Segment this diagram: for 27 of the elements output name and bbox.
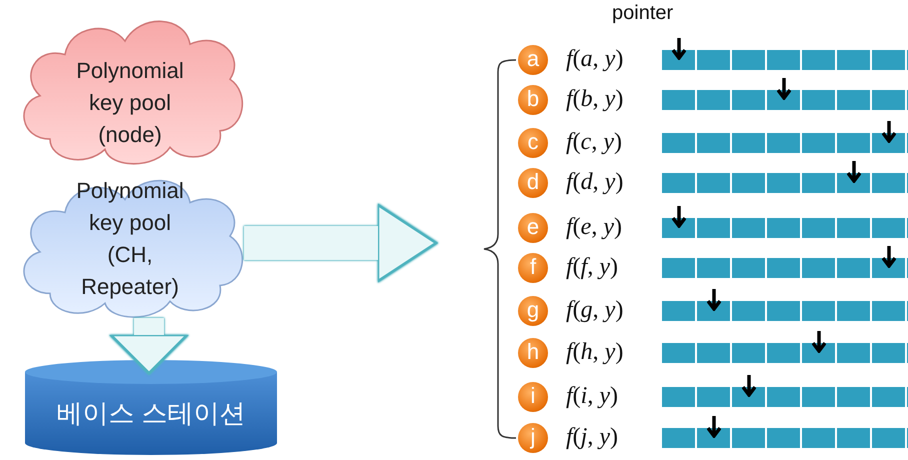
database-cylinder <box>25 360 277 455</box>
letter-circle: f <box>518 253 548 283</box>
letter-circle: e <box>518 213 548 243</box>
letter-circle: i <box>518 382 548 412</box>
function-label: f(f, y) <box>566 253 618 281</box>
hollow-arrow <box>110 318 188 374</box>
function-label: f(b, y) <box>566 85 624 113</box>
cylinder-text: 베이스 스테이션 <box>55 397 247 430</box>
hollow-arrow <box>244 204 438 282</box>
letter-circle: c <box>518 128 548 158</box>
letter-circle: b <box>518 85 548 115</box>
letter-circle: d <box>518 168 548 198</box>
function-label: f(g, y) <box>566 296 624 324</box>
function-label: f(d, y) <box>566 168 624 196</box>
function-label: f(h, y) <box>566 338 624 366</box>
function-label: f(e, y) <box>566 213 622 241</box>
cloud-text: Polynomial key pool (node) <box>75 57 185 149</box>
letter-circle: a <box>518 45 548 75</box>
cloud-text: Polynomial key pool (CH, Repeater) <box>75 177 185 301</box>
function-label: f(i, y) <box>566 382 618 410</box>
letter-circle: h <box>518 338 548 368</box>
function-label: f(j, y) <box>566 423 618 451</box>
letter-circle: j <box>518 423 548 453</box>
function-label: f(a, y) <box>566 45 624 73</box>
function-label: f(c, y) <box>566 128 622 156</box>
letter-circle: g <box>518 296 548 326</box>
pointer-caption: pointer <box>612 2 674 25</box>
